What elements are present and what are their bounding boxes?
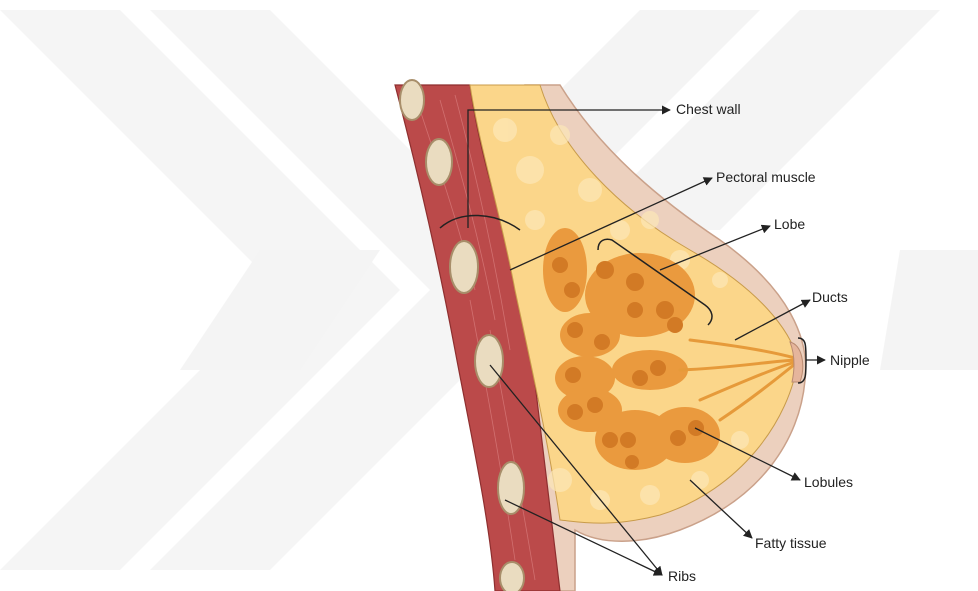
chest-wall-label: Chest wall [676, 101, 741, 117]
ribs-label: Ribs [668, 568, 696, 584]
fatty-tissue-label: Fatty tissue [755, 535, 827, 551]
lobules-label: Lobules [804, 474, 853, 490]
ducts-label: Ducts [812, 289, 848, 305]
pectoral-muscle-label: Pectoral muscle [716, 169, 816, 185]
nipple-label: Nipple [830, 352, 870, 368]
lobe-label: Lobe [774, 216, 805, 232]
